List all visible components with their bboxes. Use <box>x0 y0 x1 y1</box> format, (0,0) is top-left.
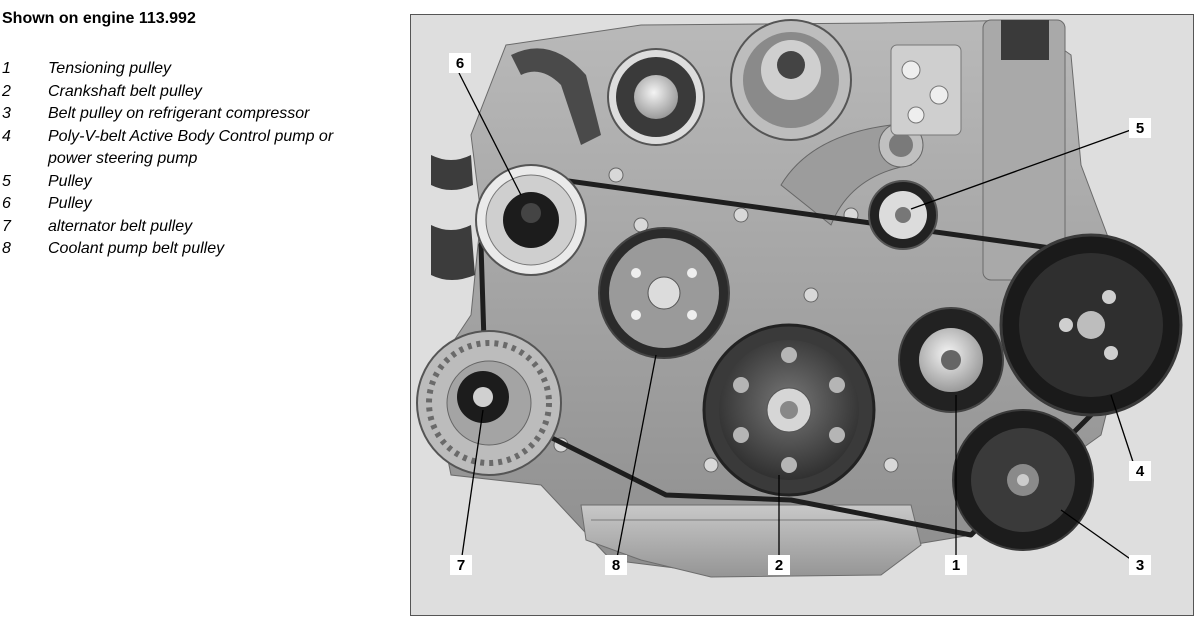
callout-3: 3 <box>1129 555 1151 575</box>
legend-label: Pulley <box>48 195 92 212</box>
legend-number: 1 <box>2 60 11 77</box>
legend-label: Crankshaft belt pulley <box>48 82 202 100</box>
callout-6: 6 <box>449 53 471 73</box>
callout-label: 2 <box>775 557 783 574</box>
legend-item: 2 Crankshaft belt pulley <box>0 81 380 104</box>
engine-figure: 6 5 4 3 1 2 8 7 <box>410 14 1194 616</box>
legend-number: 7 <box>2 217 11 235</box>
callout-8: 8 <box>605 555 627 575</box>
legend-item: 7 alternator belt pulley <box>0 216 380 239</box>
upper-pulleys <box>607 19 852 146</box>
callout-4: 4 <box>1129 461 1151 481</box>
coolant-pump-pulley <box>598 227 730 359</box>
callout-5: 5 <box>1129 118 1151 138</box>
legend-label: Poly-V-belt Active Body Control pump or … <box>48 127 334 168</box>
legend-number: 6 <box>2 195 11 212</box>
legend-item: 5 Pulley <box>0 171 380 194</box>
legend-item: 3 Belt pulley on refrigerant compressor <box>0 103 380 126</box>
callout-7: 7 <box>450 555 472 575</box>
legend-number: 2 <box>2 82 11 100</box>
crankshaft-pulley <box>702 323 876 497</box>
callout-label: 5 <box>1136 120 1144 137</box>
legend-item: 1 Tensioning pulley <box>0 58 380 81</box>
legend-item: 6 Pulley <box>0 193 380 216</box>
alternator <box>416 330 562 476</box>
legend-label: Pulley <box>48 172 92 190</box>
legend-label: Tensioning pulley <box>48 60 172 77</box>
callout-label: 7 <box>457 557 465 574</box>
callout-label: 3 <box>1136 557 1144 574</box>
legend-number: 5 <box>2 172 11 190</box>
pulley-6 <box>475 164 587 276</box>
callout-leaders <box>458 72 1140 564</box>
engine-illustration: 6 5 4 3 1 2 8 7 <box>411 15 1193 615</box>
legend-label: alternator belt pulley <box>48 217 193 235</box>
legend-label: Coolant pump belt pulley <box>48 240 225 257</box>
callout-label: 1 <box>952 557 960 574</box>
legend-number: 8 <box>2 240 11 257</box>
legend-number: 3 <box>2 105 11 122</box>
tensioning-pulley <box>898 307 1004 413</box>
page-title: Shown on engine 113.992 <box>2 10 196 27</box>
legend-number: 4 <box>2 127 11 145</box>
callout-2: 2 <box>768 555 790 575</box>
callout-1: 1 <box>945 555 967 575</box>
callout-label: 4 <box>1136 463 1145 480</box>
abc-pump-pulley <box>999 233 1183 417</box>
pulley-5 <box>868 180 938 250</box>
callout-label: 6 <box>456 55 464 72</box>
legend-list: 1 Tensioning pulley 2 Crankshaft belt pu… <box>0 58 380 261</box>
callout-label: 8 <box>612 557 620 574</box>
compressor-pulley <box>952 409 1094 551</box>
legend-item: 4 Poly-V-belt Active Body Control pump o… <box>0 126 380 171</box>
legend-label: Belt pulley on refrigerant compressor <box>48 105 310 122</box>
legend-item: 8 Coolant pump belt pulley <box>0 238 380 261</box>
